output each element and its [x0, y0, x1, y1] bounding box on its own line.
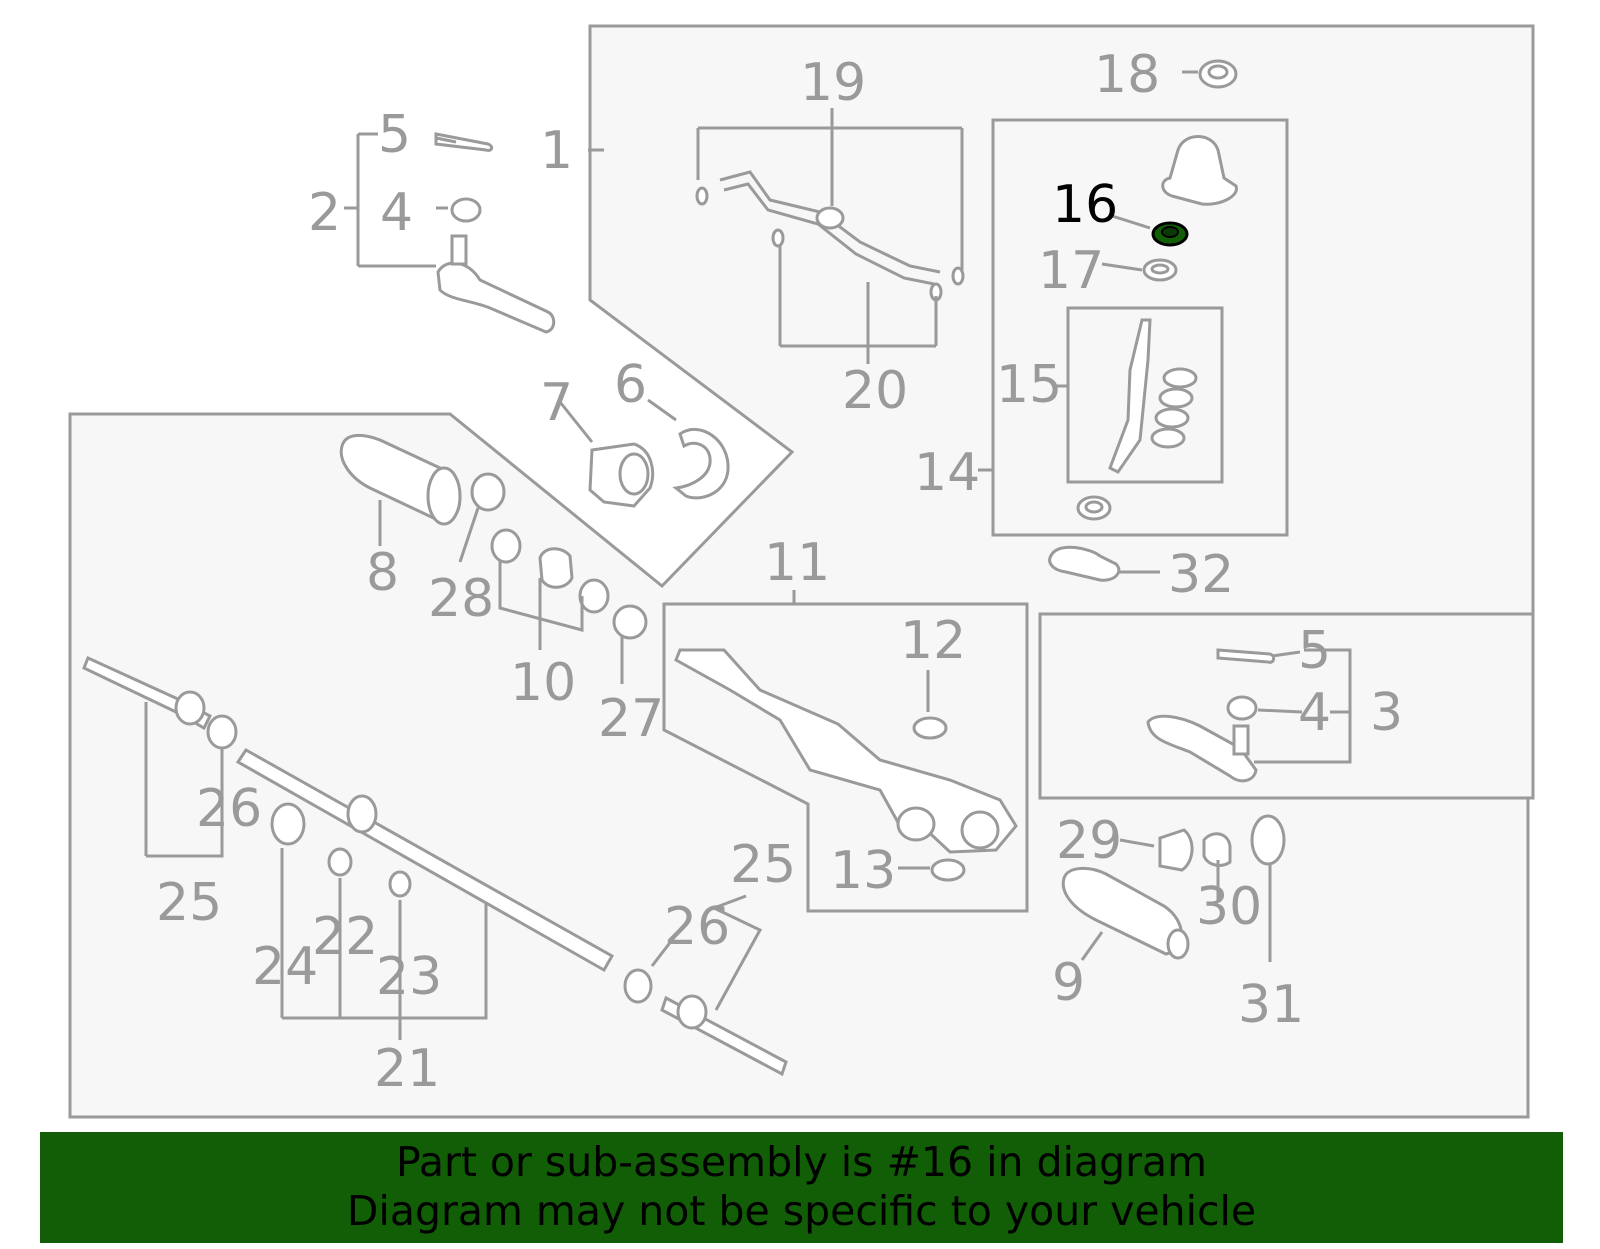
- callout-24: 24: [252, 937, 318, 997]
- ring-lower: [1076, 495, 1112, 521]
- inner-rod-left: [82, 655, 238, 750]
- inner-rod-right: [623, 968, 788, 1077]
- group-box-3: [1038, 612, 1535, 800]
- callout-30: 30: [1196, 877, 1262, 937]
- part-16-oil-seal: [1151, 221, 1189, 247]
- callout-10: 10: [510, 653, 576, 713]
- parts-29-30-31: [1158, 814, 1286, 872]
- callout-5-right: 5: [1298, 621, 1331, 681]
- tie-rod-end-right: [1146, 648, 1276, 783]
- callout-4-right: 4: [1298, 683, 1331, 743]
- rack-housing-11: [674, 648, 1018, 854]
- grommet-18: [1198, 59, 1238, 89]
- rings-28-10: [470, 472, 648, 640]
- valve-housing: [1161, 135, 1238, 206]
- callout-29: 29: [1056, 811, 1122, 871]
- callout-9: 9: [1052, 953, 1085, 1013]
- ring-17: [1142, 258, 1178, 282]
- callout-6: 6: [614, 355, 647, 415]
- callout-25-right: 25: [730, 835, 796, 895]
- ring-13: [930, 858, 966, 882]
- gasket-32: [1048, 545, 1121, 582]
- callout-26-right: 26: [664, 897, 730, 957]
- boot-9: [1061, 867, 1190, 960]
- callout-26-left: 26: [196, 779, 262, 839]
- pipe-assembly: [695, 170, 965, 302]
- callout-21: 21: [374, 1039, 440, 1099]
- callout-18: 18: [1094, 45, 1160, 105]
- callout-12: 12: [900, 611, 966, 671]
- callout-14: 14: [914, 443, 980, 503]
- banner-line-2: Diagram may not be specific to your vehi…: [346, 1187, 1257, 1235]
- callout-1: 1: [540, 121, 573, 181]
- callout-27: 27: [598, 689, 664, 749]
- pinion-valve: [1108, 318, 1198, 474]
- callout-23: 23: [376, 947, 442, 1007]
- callout-17: 17: [1038, 241, 1104, 301]
- bracket-7: [588, 442, 655, 508]
- info-banner: Part or sub-assembly is #16 in diagram D…: [40, 1132, 1563, 1243]
- callout-15: 15: [996, 355, 1062, 415]
- callout-19: 19: [800, 53, 866, 113]
- callout-7: 7: [540, 373, 573, 433]
- callout-13: 13: [830, 841, 896, 901]
- callout-5-left: 5: [378, 105, 411, 165]
- banner-line-1: Part or sub-assembly is #16 in diagram: [395, 1138, 1208, 1186]
- callout-8: 8: [366, 543, 399, 603]
- clamp-6: [672, 427, 730, 500]
- callout-28: 28: [428, 569, 494, 629]
- callout-16: 16: [1052, 175, 1118, 235]
- callout-3: 3: [1370, 683, 1403, 743]
- callout-4-left: 4: [380, 183, 413, 243]
- callout-22: 22: [312, 907, 378, 967]
- callout-31: 31: [1238, 975, 1304, 1035]
- boot-8: [339, 434, 462, 526]
- leader-lines: [144, 70, 1352, 1040]
- callout-25-left: 25: [156, 873, 222, 933]
- ring-12: [912, 716, 948, 740]
- tie-rod-end-left: [434, 132, 556, 334]
- callout-32: 32: [1168, 545, 1234, 605]
- callout-20: 20: [842, 361, 908, 421]
- callout-11: 11: [764, 533, 830, 593]
- callout-2: 2: [308, 183, 341, 243]
- rack-bar-21: [235, 748, 615, 973]
